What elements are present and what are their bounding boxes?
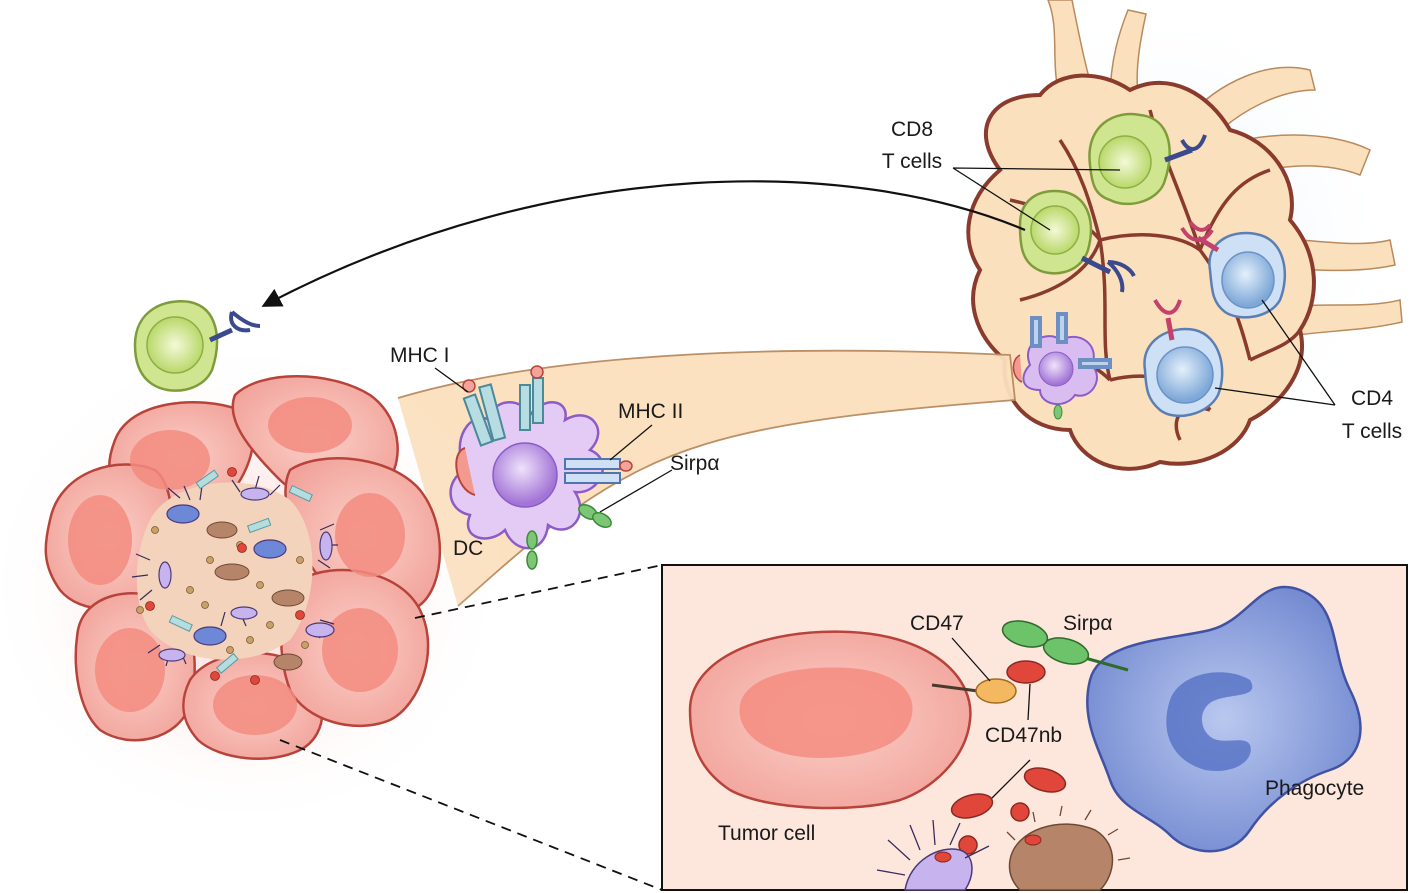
mhc2-label: MHC II: [618, 400, 683, 423]
inset-tumor-cell: [688, 630, 972, 810]
sirpa-inset-label: Sirpα: [1063, 612, 1113, 635]
cd47nb-bound: [1006, 660, 1046, 684]
cd4-t-cell-lower: [1143, 298, 1224, 418]
migrating-cd8-t-cell: [133, 300, 261, 392]
dc-in-lymph-node: [1012, 312, 1112, 420]
sirpa-molecule: [1001, 620, 1129, 672]
cd47-molecule: [975, 678, 1017, 704]
cd8-t-cell-upper: [1088, 112, 1207, 206]
cd4-label: CD4 T cells: [1214, 299, 1402, 443]
cd8-t-cell-lower: [1018, 189, 1136, 293]
dendritic-cell: [449, 365, 633, 570]
cd4-label-line1: CD4: [1351, 387, 1393, 410]
tumor-cell-label: Tumor cell: [718, 822, 815, 845]
dc-label: DC: [453, 537, 483, 560]
callout-line-top: [414, 564, 663, 619]
cd4-label-line2: T cells: [1342, 420, 1402, 443]
sirpa-dc-label: Sirpα: [670, 452, 720, 475]
cd47nb-label: CD47nb: [985, 724, 1062, 747]
cd8-label-line1: CD8: [891, 118, 933, 141]
migration-arrow: [261, 180, 1026, 307]
mhc1-label: MHC I: [390, 344, 450, 367]
callout-line-bottom: [279, 739, 663, 891]
phagocyte-label: Phagocyte: [1265, 777, 1364, 800]
cd47-label: CD47: [910, 612, 964, 635]
inset-phagocyte: [1086, 585, 1362, 853]
cd4-t-cell-upper: [1180, 220, 1287, 319]
tumor-mass: [44, 375, 442, 760]
cd8-label: CD8 T cells: [882, 118, 1121, 231]
inset-bacteria: [876, 805, 1131, 891]
cd8-label-line2: T cells: [882, 150, 942, 173]
inset-panel: Tumor cell Phagocyte CD47 CD47nb Sirpα: [661, 564, 1408, 891]
